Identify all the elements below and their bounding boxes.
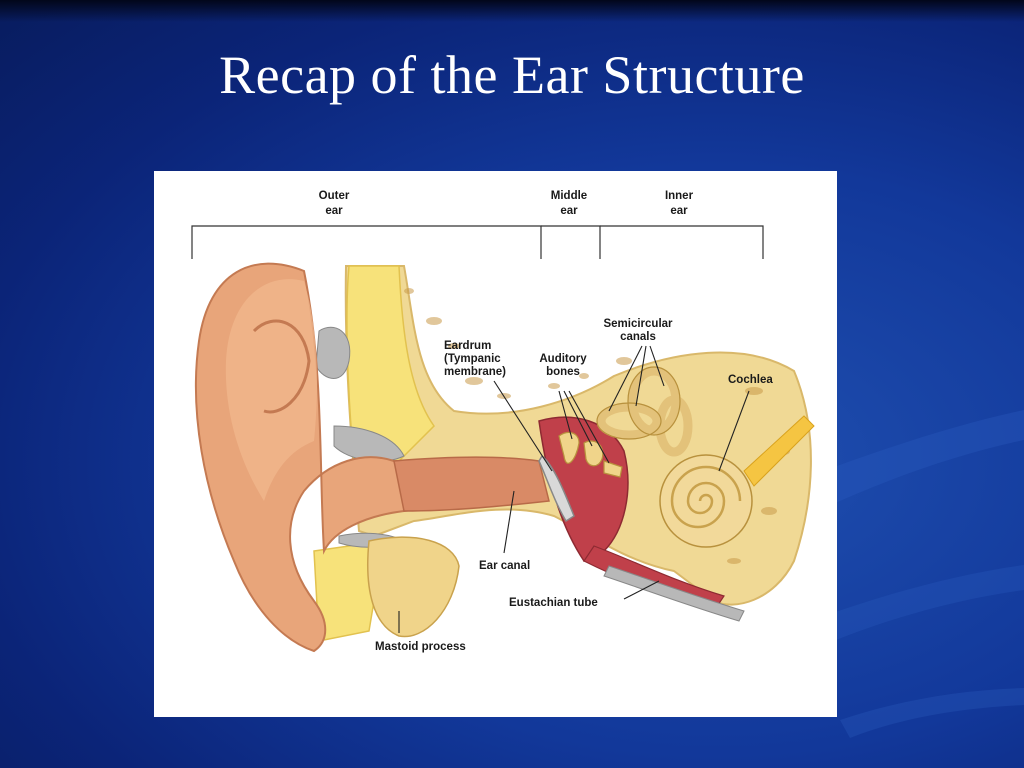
auditory-nerve: [743, 415, 815, 487]
label-ear-canal: Ear canal: [479, 560, 530, 572]
label-auditory-bones-2: bones: [546, 366, 580, 378]
slide-title: Recap of the Ear Structure: [219, 45, 805, 105]
mastoid-process: [367, 536, 460, 638]
eardrum: [538, 454, 575, 523]
label-eustachian-tube: Eustachian tube: [509, 597, 598, 609]
top-dark-band: [0, 0, 1024, 22]
cartilage: [315, 326, 351, 379]
label-middle-ear-1: Middle: [551, 190, 587, 202]
auditory-bones: [558, 431, 623, 478]
label-eardrum-1: Eardrum: [444, 340, 491, 352]
ear-diagram: Outer ear Middle ear Inner ear: [191, 190, 815, 653]
ear-diagram-panel: Outer ear Middle ear Inner ear: [154, 171, 837, 717]
label-cochlea: Cochlea: [728, 374, 773, 386]
semicircular-canals: [596, 366, 693, 457]
label-semicircular-2: canals: [620, 331, 656, 343]
label-outer-ear-1: Outer: [319, 190, 350, 202]
label-eardrum-2: (Tympanic: [444, 353, 501, 365]
label-inner-ear-2: ear: [670, 205, 688, 217]
ear-canal: [393, 456, 550, 512]
cochlea: [659, 454, 753, 548]
label-outer-ear-2: ear: [325, 205, 343, 217]
label-semicircular-1: Semicircular: [603, 318, 673, 330]
section-brackets: [191, 225, 764, 259]
label-inner-ear-1: Inner: [665, 190, 694, 202]
label-middle-ear-2: ear: [560, 205, 578, 217]
label-auditory-bones-1: Auditory: [539, 353, 587, 365]
leader-lines: [398, 345, 750, 633]
label-mastoid-process: Mastoid process: [375, 641, 466, 653]
label-eardrum-3: membrane): [444, 366, 506, 378]
